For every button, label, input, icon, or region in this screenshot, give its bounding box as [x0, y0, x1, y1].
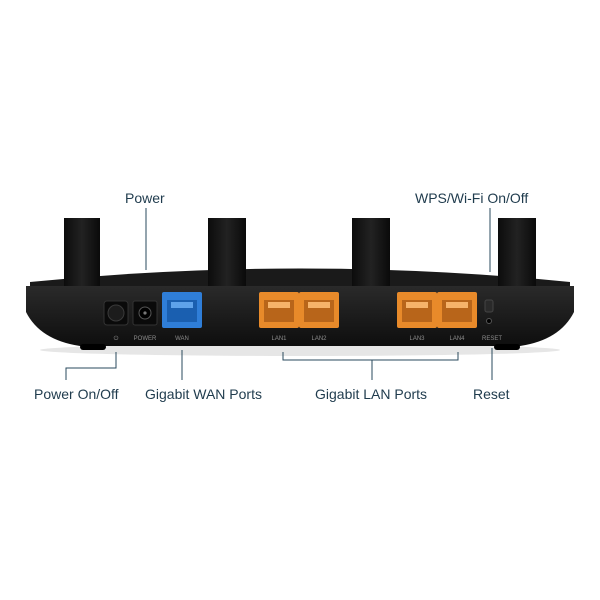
- wan-port: [162, 292, 202, 328]
- wps-button: [484, 299, 494, 313]
- reset-hole: [486, 318, 492, 324]
- lan4-port-label: LAN4: [449, 336, 465, 342]
- lan2-port-label: LAN2: [311, 336, 327, 342]
- router-shadow: [40, 344, 560, 356]
- leader-power-onoff: [65, 352, 117, 380]
- lan1-port-label: LAN1: [271, 336, 287, 342]
- lan3-port-label: LAN3: [409, 336, 425, 342]
- callout-power: Power: [125, 190, 165, 206]
- power-port-label: POWER: [134, 336, 157, 342]
- lan-port-2: [299, 292, 339, 328]
- lan-port-3: [397, 292, 437, 328]
- leader-lan: [282, 352, 459, 380]
- power-button-cap: [107, 304, 125, 322]
- lan-port-4: [437, 292, 477, 328]
- router-top-shell: [30, 268, 570, 290]
- router-foot-right: [494, 344, 520, 350]
- wan-port-label: WAN: [175, 336, 189, 342]
- callout-lan-ports: Gigabit LAN Ports: [315, 386, 428, 402]
- callout-wan-ports: Gigabit WAN Ports: [145, 386, 262, 402]
- power-button-label: ⏻: [114, 335, 119, 342]
- router-foot-left: [80, 344, 106, 350]
- power-jack-pin: [143, 311, 147, 315]
- lan-port-1: [259, 292, 299, 328]
- callout-power-onoff: Power On/Off: [34, 386, 119, 402]
- callout-wps-wifi: WPS/Wi-Fi On/Off: [415, 190, 529, 206]
- reset-port-label: RESET: [482, 336, 502, 342]
- callout-reset: Reset: [473, 386, 510, 402]
